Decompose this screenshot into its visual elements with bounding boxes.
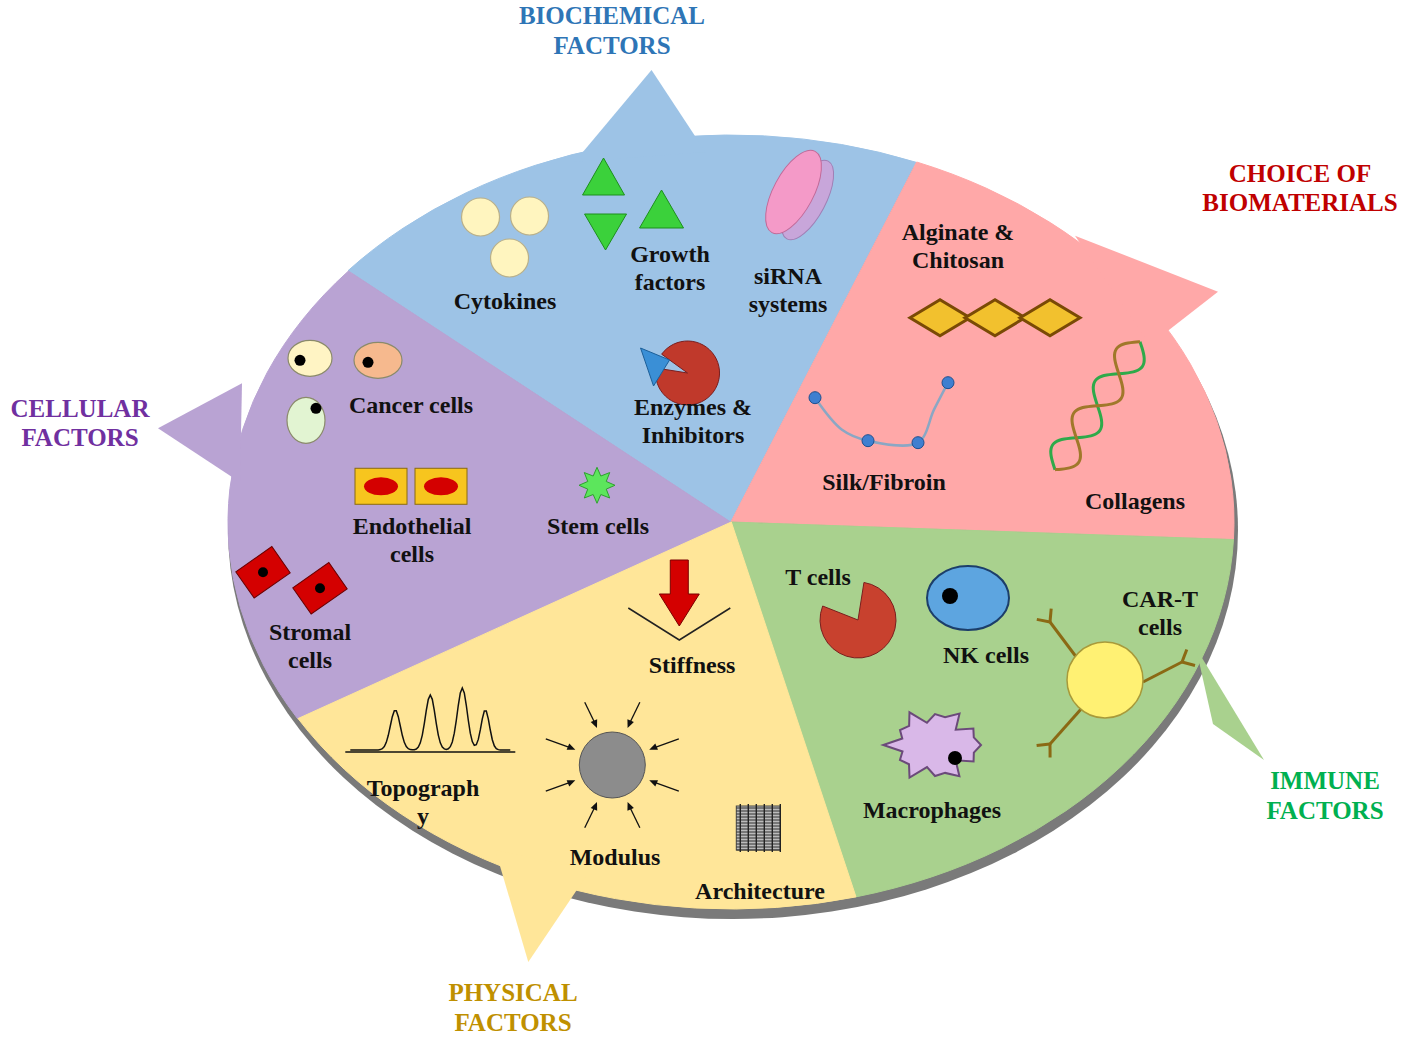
category-heading: IMMUNE FACTORS <box>1250 766 1400 825</box>
item-label: Cytokines <box>454 287 557 315</box>
item-label: Cancer cells <box>349 391 473 419</box>
item-label: Enzymes & Inhibitors <box>613 393 773 450</box>
item-label: Collagens <box>1085 487 1185 515</box>
factor-sector: CHOICE OF BIOMATERIALSAlginate & Chitosa… <box>731 162 1234 539</box>
item-label: NK cells <box>943 641 1029 669</box>
item-label: siRNA systems <box>728 262 848 319</box>
sector-icons <box>236 340 615 614</box>
item-label: Silk/Fibroin <box>822 468 946 496</box>
sector-icons <box>345 560 780 852</box>
category-heading: CELLULAR FACTORS <box>5 393 155 452</box>
item-label: Stromal cells <box>255 618 365 675</box>
item-label: Endothelial cells <box>337 512 487 569</box>
item-label: Stem cells <box>547 512 649 540</box>
item-label: Stiffness <box>649 651 736 679</box>
category-heading: BIOCHEMICAL FACTORS <box>492 1 732 60</box>
category-heading: PHYSICAL FACTORS <box>433 978 593 1037</box>
sector-icons <box>809 300 1144 470</box>
item-label: Topograph y <box>358 774 488 831</box>
item-label: Growth factors <box>605 240 735 297</box>
item-label: CAR-T cells <box>1110 585 1210 642</box>
item-label: Modulus <box>570 843 661 871</box>
category-heading: CHOICE OF BIOMATERIALS <box>1190 158 1410 217</box>
item-label: Alginate & Chitosan <box>901 218 1016 275</box>
item-label: Architecture <box>695 877 825 905</box>
item-label: T cells <box>785 563 851 591</box>
item-label: Macrophages <box>863 796 1001 824</box>
factor-sector: PHYSICAL FACTORSStiffnessTopograph yModu… <box>298 522 856 962</box>
